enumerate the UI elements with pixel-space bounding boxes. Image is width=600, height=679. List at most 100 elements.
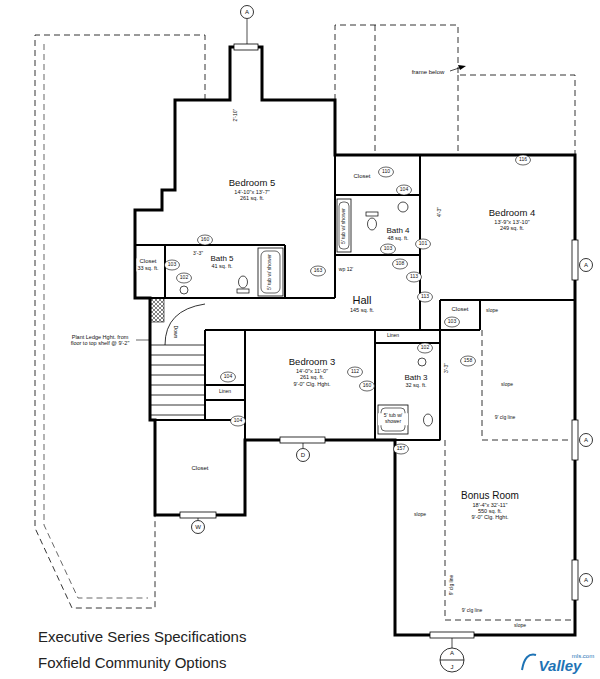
watermark: Valley xyxy=(538,657,583,674)
window xyxy=(572,420,578,460)
door-number: 116 xyxy=(518,157,528,163)
section-marker xyxy=(192,521,205,534)
door-tag xyxy=(379,167,394,177)
door-number: 102 xyxy=(179,275,189,281)
room-dimension: 9'-0" Clg. Hght. xyxy=(288,381,336,387)
room-label: Closet xyxy=(352,173,371,180)
door-tag xyxy=(311,266,326,276)
first-floor-outline xyxy=(35,35,205,608)
room-name: Bonus Room xyxy=(460,490,520,502)
first-floor-outline xyxy=(44,44,148,598)
door-tag xyxy=(407,272,422,282)
door-number: 104 xyxy=(223,374,233,380)
section-marker xyxy=(241,6,254,19)
door-tag xyxy=(177,273,192,283)
room-label: Bath 541 sq. ft. xyxy=(209,254,234,270)
section-marker xyxy=(580,574,593,587)
door-tag xyxy=(360,381,375,391)
watermark: mls.com xyxy=(571,653,595,660)
plan-note: 3'-3" xyxy=(192,251,204,257)
room-label: Bedroom 314'-0"x 11'-0"261 sq. ft.9'-0" … xyxy=(288,357,336,387)
room-dimension: 41 sq. ft. xyxy=(209,263,234,269)
plan-note: slope xyxy=(513,623,527,629)
bathtub xyxy=(337,199,351,252)
door-tag xyxy=(221,372,236,382)
room-name: Bedroom 4 xyxy=(488,208,536,219)
plan-note: wp 12' xyxy=(338,267,354,273)
plan-note: 4'-3" xyxy=(437,206,443,218)
caption: Executive Series Specifications Foxfield… xyxy=(38,624,278,676)
toilet xyxy=(368,218,377,230)
section-marker xyxy=(580,259,593,272)
leader-line xyxy=(136,340,149,341)
section-marker xyxy=(440,660,464,661)
logo-swoosh xyxy=(522,655,536,670)
toilet xyxy=(424,414,433,426)
door-tag xyxy=(407,272,422,282)
door-tag xyxy=(393,259,408,269)
section-marker-label: A xyxy=(449,650,455,657)
room-dimension: 145 sq. ft. xyxy=(349,306,375,312)
room-label: Bedroom 413'-9"x 13'-10"249 sq. ft. xyxy=(488,208,536,232)
section-marker-label: A xyxy=(583,262,589,269)
frame-below-outline xyxy=(335,25,575,155)
toilet xyxy=(366,212,378,216)
door-tag xyxy=(311,266,326,276)
door-tag xyxy=(418,292,433,302)
room-name: Bedroom 3 xyxy=(288,357,336,368)
door-tag xyxy=(231,416,246,426)
room-dimension: 33 sq. ft. xyxy=(136,265,159,271)
door-number: 104 xyxy=(233,418,243,424)
room-name: Closet xyxy=(450,306,469,313)
window xyxy=(234,44,258,50)
plan-note: Linen xyxy=(386,333,400,339)
door-number: 163 xyxy=(313,268,323,274)
window xyxy=(430,632,474,638)
door-tag xyxy=(231,416,246,426)
bathtub xyxy=(258,248,283,296)
plan-note: 9' clg line xyxy=(494,415,517,421)
section-marker xyxy=(297,449,310,462)
door-tag xyxy=(381,244,396,254)
door-number: 108 xyxy=(395,261,405,267)
door-number: 158 xyxy=(463,358,473,364)
exterior-wall xyxy=(135,47,575,635)
door-tag xyxy=(516,155,531,165)
room-name: Closet xyxy=(190,465,209,472)
door-tag xyxy=(381,244,396,254)
door-number: 110 xyxy=(381,169,391,175)
door-tag xyxy=(461,356,476,366)
door-tag xyxy=(461,356,476,366)
plan-note: J xyxy=(450,664,455,671)
room-label: Closet xyxy=(190,465,209,472)
door-tag xyxy=(198,235,213,245)
room-name: Bath 3 xyxy=(403,373,428,382)
door-tag xyxy=(221,372,236,382)
door-tag xyxy=(379,167,394,177)
room-label: Bedroom 514'-10"x 13'-7"261 sq. ft. xyxy=(228,178,276,202)
room-label: Hall145 sq. ft. xyxy=(349,294,375,313)
room-name: Bath 4 xyxy=(385,226,410,235)
section-marker xyxy=(580,574,593,587)
door-tag xyxy=(445,317,460,327)
room-label: Bath 332 sq. ft. xyxy=(403,373,428,389)
plan-note: Down xyxy=(172,325,178,340)
marker-leader xyxy=(198,19,452,648)
toilet xyxy=(239,276,248,288)
door-number: 112 xyxy=(350,369,360,375)
room-label: Closet33 sq. ft. xyxy=(136,258,159,271)
section-marker-label: W xyxy=(194,524,202,531)
room-label: Closet xyxy=(450,306,469,313)
room-name: Closet xyxy=(136,258,159,265)
plan-note: 5' tub w/ shower xyxy=(267,253,273,291)
window xyxy=(180,512,216,518)
door-number: 102 xyxy=(420,345,430,351)
door-tag xyxy=(397,185,412,195)
door-tag xyxy=(416,239,431,249)
plan-note: 9' clg line xyxy=(449,574,455,597)
door-number: 103 xyxy=(167,262,177,268)
door-number: 104 xyxy=(399,187,409,193)
door-tag xyxy=(418,292,433,302)
section-marker-label: D xyxy=(300,452,306,459)
